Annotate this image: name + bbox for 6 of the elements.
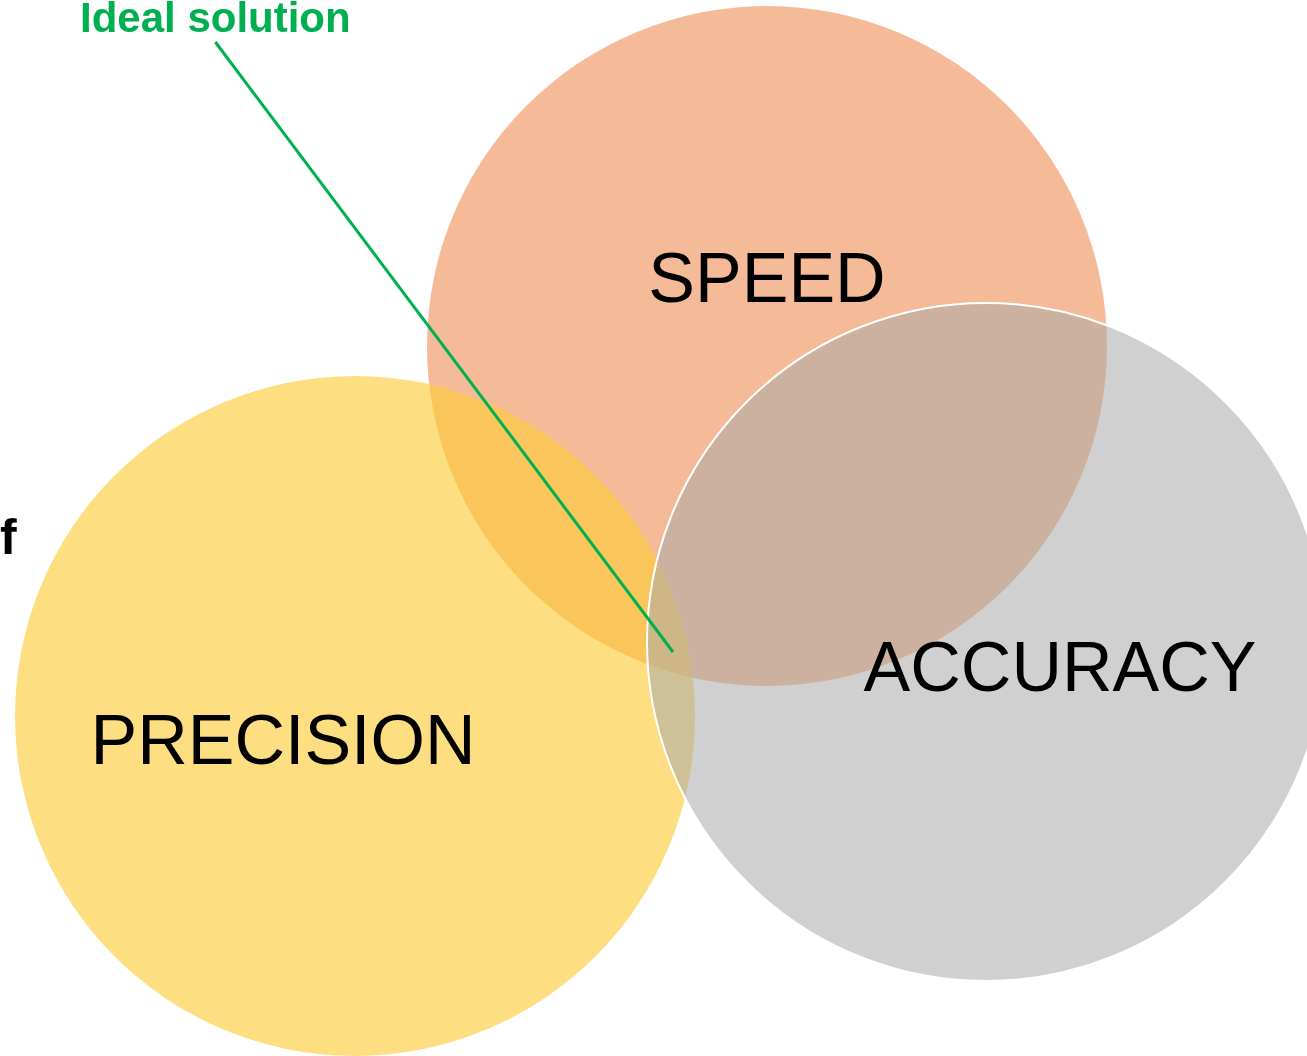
leader-line [214, 41, 675, 653]
callout-text: Ideal solution [80, 0, 351, 42]
circle-label: SPEED [648, 238, 886, 318]
circle-label: PRECISION [90, 700, 476, 780]
circle-label: ACCURACY [863, 627, 1257, 707]
text-fragment: f [0, 508, 17, 566]
